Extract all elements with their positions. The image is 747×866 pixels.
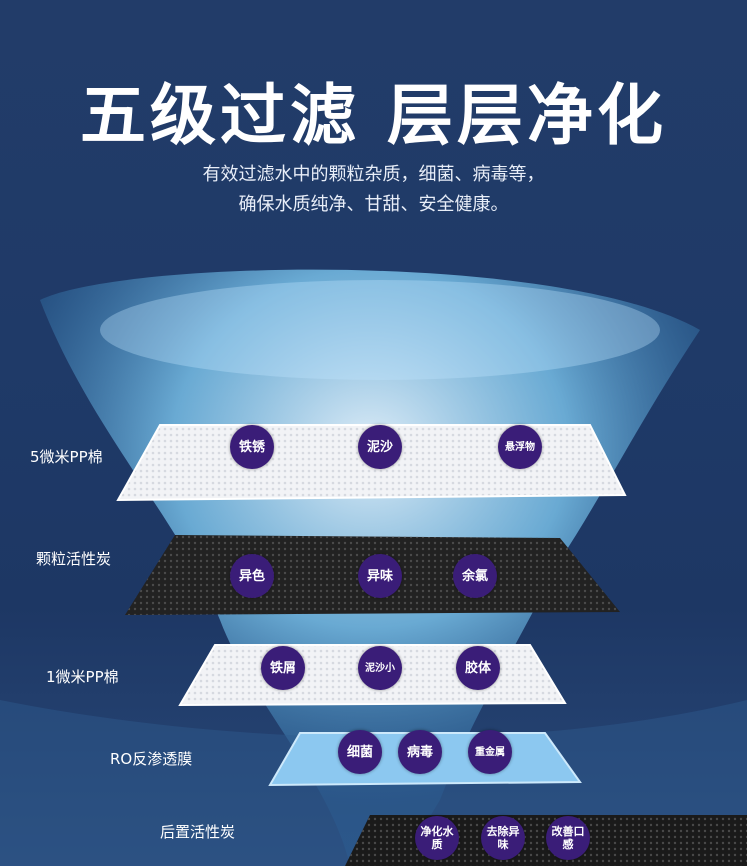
layer-label: 后置活性炭 xyxy=(160,823,236,841)
subtitle-line-1: 有效过滤水中的颗粒杂质，细菌、病毒等， xyxy=(202,164,545,185)
contaminant-badge: 泥沙 xyxy=(358,425,402,469)
contaminant-badge: 异味 xyxy=(358,554,402,598)
contaminant-badge: 去除异味 xyxy=(481,816,525,860)
contaminant-badge: 病毒 xyxy=(398,730,442,774)
layer-label: RO反渗透膜 xyxy=(110,750,193,768)
contaminant-badge: 铁屑 xyxy=(261,646,305,690)
contaminant-badge: 悬浮物 xyxy=(498,425,542,469)
contaminant-badge: 铁锈 xyxy=(230,425,274,469)
layer-label: 颗粒活性炭 xyxy=(36,550,112,568)
contaminant-badge: 改善口感 xyxy=(546,816,590,860)
contaminant-badge: 余氯 xyxy=(453,554,497,598)
layer-label: 5微米PP棉 xyxy=(30,448,103,466)
layer-label: 1微米PP棉 xyxy=(46,668,119,686)
contaminant-badge: 泥沙小 xyxy=(358,646,402,690)
contaminant-badge: 异色 xyxy=(230,554,274,598)
page-title: 五级过滤 层层净化 xyxy=(80,77,667,154)
contaminant-badge: 重金属 xyxy=(468,730,512,774)
contaminant-badge: 胶体 xyxy=(456,646,500,690)
water-splash xyxy=(100,280,660,380)
subtitle-line-2: 确保水质纯净、甘甜、安全健康。 xyxy=(238,194,509,215)
contaminant-badge: 净化水质 xyxy=(415,816,459,860)
contaminant-badge: 细菌 xyxy=(338,730,382,774)
